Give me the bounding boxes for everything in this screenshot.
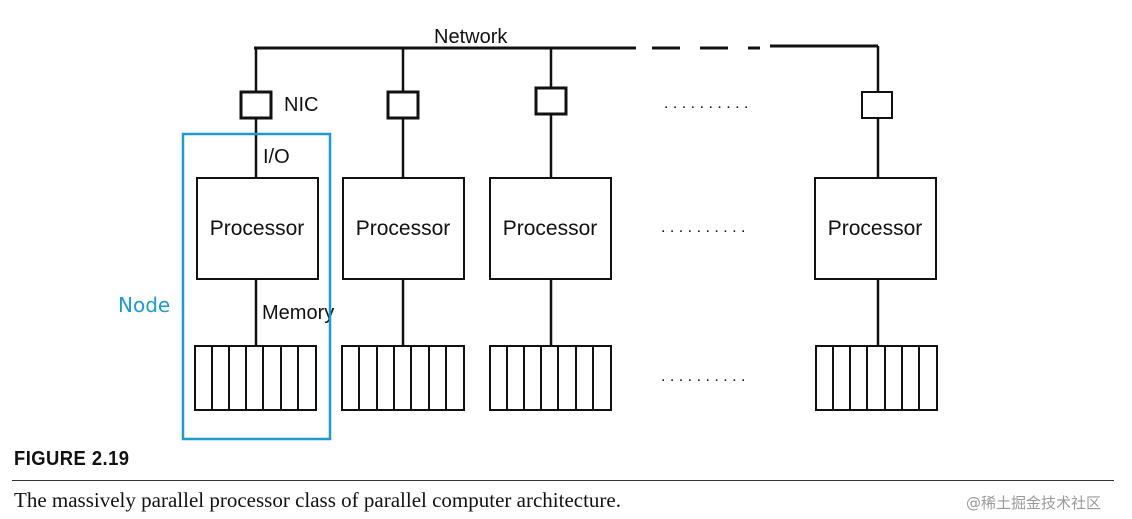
processor-box bbox=[342, 177, 465, 280]
ellipsis-memory-row: . . . . . . . . . . bbox=[661, 368, 745, 385]
processor-box bbox=[196, 177, 319, 280]
node-highlight-box bbox=[181, 132, 332, 441]
processor-label: Processor bbox=[503, 217, 598, 240]
figure-label: FIGURE 2.19 bbox=[14, 448, 130, 470]
nic-box bbox=[386, 90, 420, 120]
processor-box bbox=[814, 177, 937, 280]
network-bus bbox=[254, 44, 878, 50]
memory-label: Memory bbox=[262, 302, 334, 324]
node-3: Processor bbox=[489, 48, 612, 411]
nic-box bbox=[861, 91, 893, 119]
processor-label: Processor bbox=[210, 217, 305, 240]
nic-label: NIC bbox=[284, 94, 318, 116]
node-1: Processor bbox=[194, 48, 319, 411]
node-2: Processor bbox=[341, 48, 465, 411]
memory-bank bbox=[341, 345, 465, 411]
network-label: Network bbox=[434, 26, 508, 48]
processor-label: Processor bbox=[356, 217, 451, 240]
io-label: I/O bbox=[263, 146, 290, 168]
nic-box bbox=[534, 86, 568, 116]
node-label: Node bbox=[118, 293, 170, 317]
memory-bank bbox=[815, 345, 938, 411]
watermark: @稀土掘金技术社区 bbox=[966, 494, 1102, 512]
figure-divider bbox=[12, 480, 1114, 481]
ellipsis-nic-row: . . . . . . . . . . bbox=[664, 95, 748, 112]
processor-box bbox=[489, 177, 612, 280]
ellipsis-processor-row: . . . . . . . . . . bbox=[661, 219, 745, 236]
processor-label: Processor bbox=[828, 217, 923, 240]
memory-bank bbox=[489, 345, 612, 411]
nic-box bbox=[239, 90, 273, 120]
figure-caption: The massively parallel processor class o… bbox=[14, 488, 621, 512]
node-n: Processor bbox=[814, 46, 938, 411]
memory-bank bbox=[194, 345, 317, 411]
